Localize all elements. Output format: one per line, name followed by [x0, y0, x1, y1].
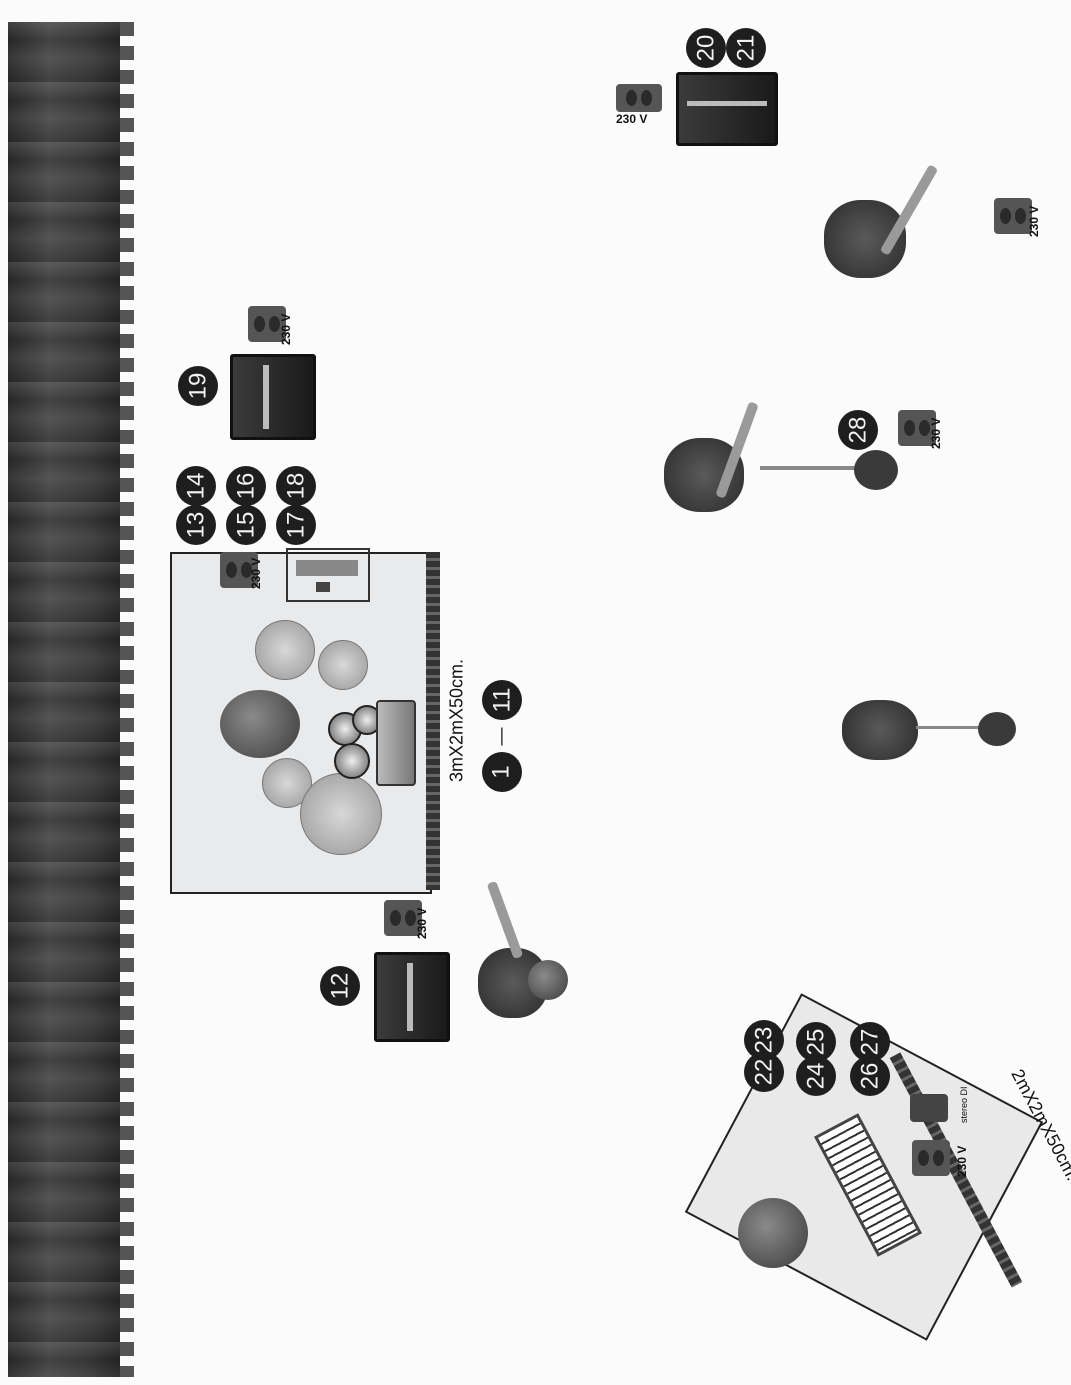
keyboard-player-icon	[738, 1198, 808, 1268]
power-outlet-icon	[616, 84, 662, 112]
mic-stand-icon	[760, 466, 860, 470]
channel-badge-16: 16	[226, 466, 266, 506]
channel-badge-14: 14	[176, 466, 216, 506]
stagebox-icon	[286, 548, 370, 602]
mic-icon	[854, 450, 898, 490]
stereo-di-label: stereo DI	[944, 1098, 984, 1114]
power-label: 230 V	[1014, 210, 1054, 228]
stage-curtain	[8, 22, 126, 1377]
channel-badge-25: 25	[796, 1022, 836, 1062]
range-dash: —	[492, 726, 510, 747]
power-label: 230 V	[942, 1150, 982, 1168]
power-label: 230 V	[402, 912, 442, 930]
singer-icon	[842, 700, 918, 760]
channel-badge-21: 21	[726, 28, 766, 68]
channel-badge-18: 18	[276, 466, 316, 506]
channel-badge-24: 24	[796, 1056, 836, 1096]
player-head-icon	[528, 960, 568, 1000]
channel-badge-23: 23	[744, 1020, 784, 1060]
curtain-edge	[120, 22, 134, 1377]
guitar-amp-icon	[230, 354, 316, 440]
mic-stand-icon	[916, 726, 982, 729]
stereo-di-icon	[910, 1094, 948, 1122]
drummer-icon	[220, 690, 300, 758]
power-label: 230 V	[236, 562, 276, 580]
channel-badge-11: 11	[482, 680, 522, 720]
bass-amp-icon	[374, 952, 450, 1042]
ride-cymbal-icon	[318, 640, 368, 690]
power-label: 230 V	[266, 318, 306, 336]
crash-cymbal-icon	[255, 620, 315, 680]
channel-badge-12: 12	[320, 966, 360, 1006]
channel-badge-27: 27	[850, 1022, 890, 1062]
snare-drum-icon	[334, 743, 370, 779]
channel-badge-17: 17	[276, 505, 316, 545]
big-cymbal-icon	[300, 773, 382, 855]
channel-badge-20: 20	[686, 28, 726, 68]
channel-badge-28: 28	[838, 410, 878, 450]
bass-drum-icon	[376, 700, 416, 786]
channel-badge-26: 26	[850, 1056, 890, 1096]
channel-badge-1: 1	[482, 752, 522, 792]
channel-badge-13: 13	[176, 505, 216, 545]
power-label: 230 V	[616, 112, 647, 126]
power-label: 230 V	[916, 422, 956, 440]
channel-badge-15: 15	[226, 505, 266, 545]
mic-icon	[978, 712, 1016, 746]
guitar-amp-icon	[676, 72, 778, 146]
channel-badge-19: 19	[178, 366, 218, 406]
